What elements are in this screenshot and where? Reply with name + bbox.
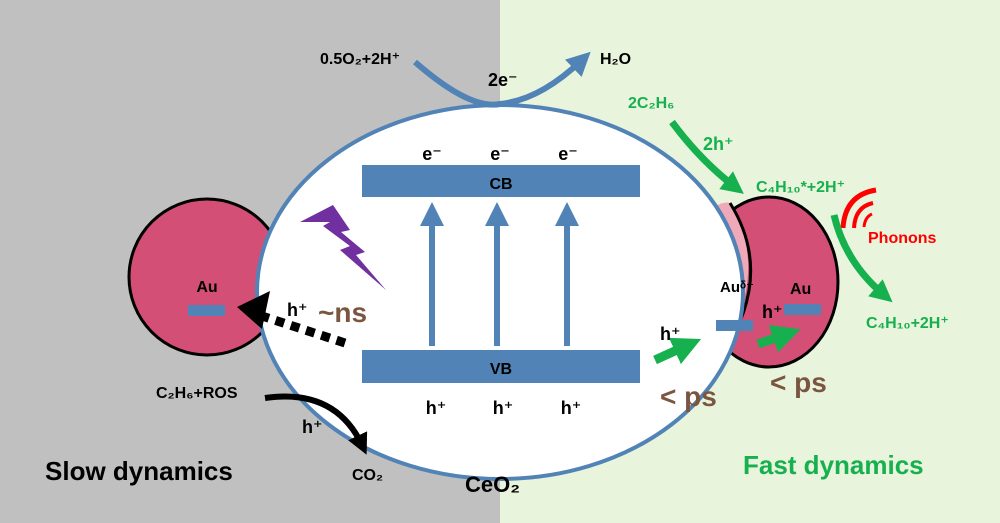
slow-hole-transfer-arrow [260, 311, 347, 348]
phonons-label: Phonons [868, 230, 937, 247]
ps-timescale-label-2: < ps [770, 367, 827, 398]
ethane-coupling-arrow [669, 119, 744, 194]
c4h10-star-label: C₄H₁₀*+2H⁺ [756, 179, 845, 196]
electron-label: e⁻ [422, 144, 442, 164]
hole-inner-label: h⁺ [762, 302, 783, 322]
two-electron-label: 2e⁻ [488, 70, 518, 90]
o2-reactant-label: 0.5O₂+2H⁺ [320, 51, 400, 68]
au-delta-label: Auᵟ⁺ [720, 279, 754, 296]
excitation-arrows [420, 202, 579, 346]
hole-left-label: h⁺ [287, 300, 308, 320]
ethane-oxidation-arrow [264, 393, 368, 455]
valence-band [362, 350, 640, 383]
au-left-level [188, 305, 225, 316]
au-right-level [784, 304, 821, 315]
hole-label: h⁺ [426, 398, 447, 418]
ns-timescale-label: ~ns [318, 297, 367, 328]
au-right-label: Au [790, 281, 811, 298]
slow-dynamics-title: Slow dynamics [45, 456, 233, 486]
conduction-band [362, 165, 640, 197]
electron-label: e⁻ [490, 144, 510, 164]
ceo2-label: CeO₂ [465, 472, 520, 497]
vb-label: VB [490, 361, 512, 378]
au-left-label: Au [196, 279, 217, 296]
hole-interface-label: h⁺ [660, 324, 681, 344]
two-hole-label: 2h⁺ [703, 134, 734, 154]
ps-timescale-label-1: < ps [660, 381, 717, 412]
interface-hole-arrow [653, 337, 702, 365]
two-c2h6-label: 2C₂H₆ [628, 95, 674, 112]
phonons-icon [840, 187, 877, 229]
hole-label: h⁺ [493, 398, 514, 418]
oxygen-reduction-arrow [413, 51, 591, 108]
desorption-arrow [830, 214, 893, 303]
cb-label: CB [489, 176, 512, 193]
electron-label: e⁻ [558, 144, 578, 164]
light-bolt-icon [300, 205, 386, 290]
hole-ros-label: h⁺ [302, 417, 323, 437]
au-delta-level [716, 320, 753, 331]
c4h10-label: C₄H₁₀+2H⁺ [866, 315, 949, 332]
inner-hole-arrow [756, 325, 801, 353]
slow-hole-arrowhead [237, 291, 270, 329]
fast-dynamics-title: Fast dynamics [743, 450, 924, 480]
hole-label: h⁺ [561, 398, 582, 418]
h2o-label: H₂O [600, 51, 631, 68]
co2-label: CO₂ [352, 467, 383, 484]
c2h6-ros-label: C₂H₆+ROS [156, 385, 238, 402]
